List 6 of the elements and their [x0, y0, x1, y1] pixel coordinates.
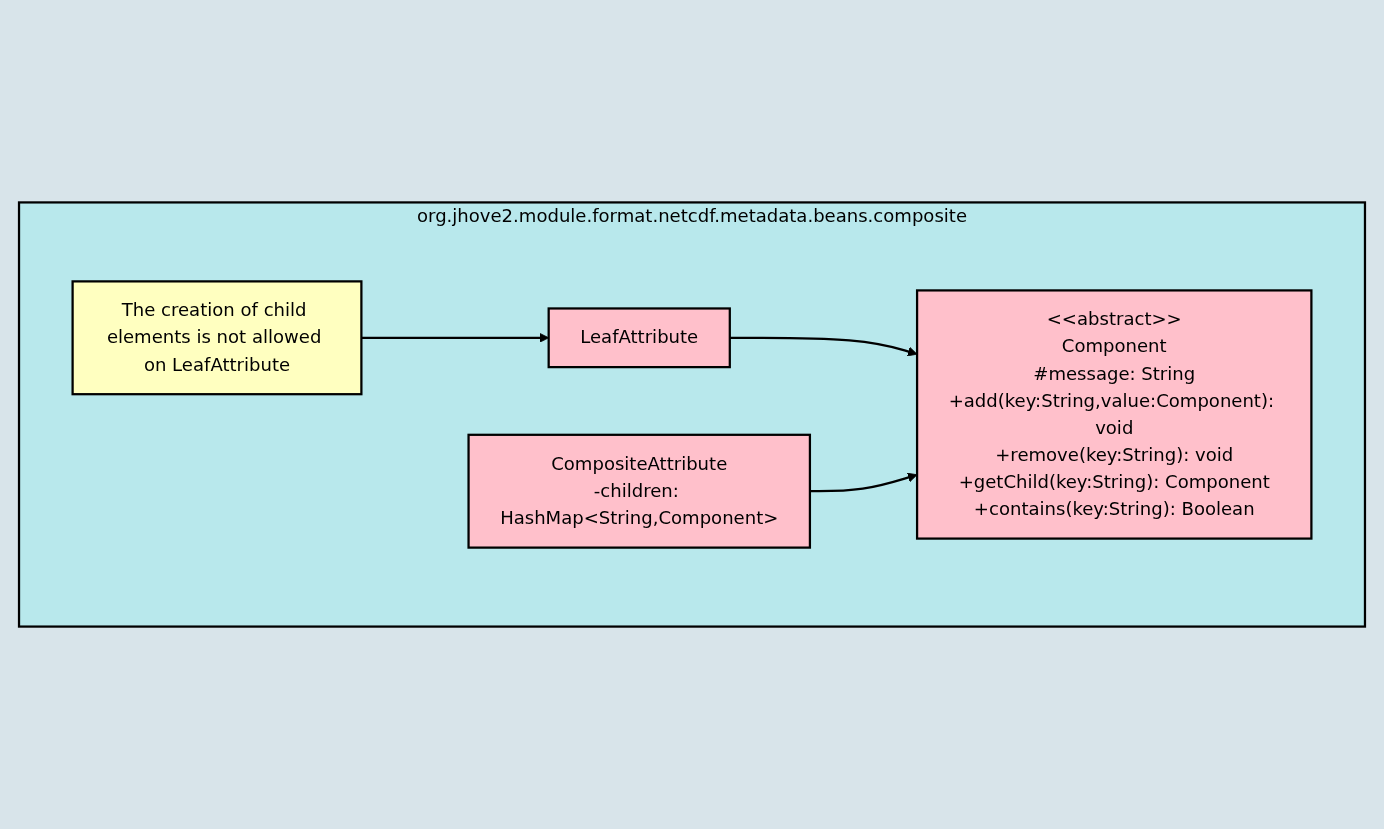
node-box: The creation of child elements is not allowed on LeafAttribute	[71, 280, 363, 396]
node-box: CompositeAttribute -children: HashMap<String,Component>	[467, 433, 812, 549]
arrow	[809, 472, 918, 493]
arrow	[729, 336, 918, 357]
node-box: LeafAttribute	[547, 307, 731, 369]
node-box: <<abstract>> Component #message: String +add(key:String,value:Component): void +remove(key:String): void +getChild(key:String): Component +contains(key:String): Boolean	[915, 289, 1313, 540]
